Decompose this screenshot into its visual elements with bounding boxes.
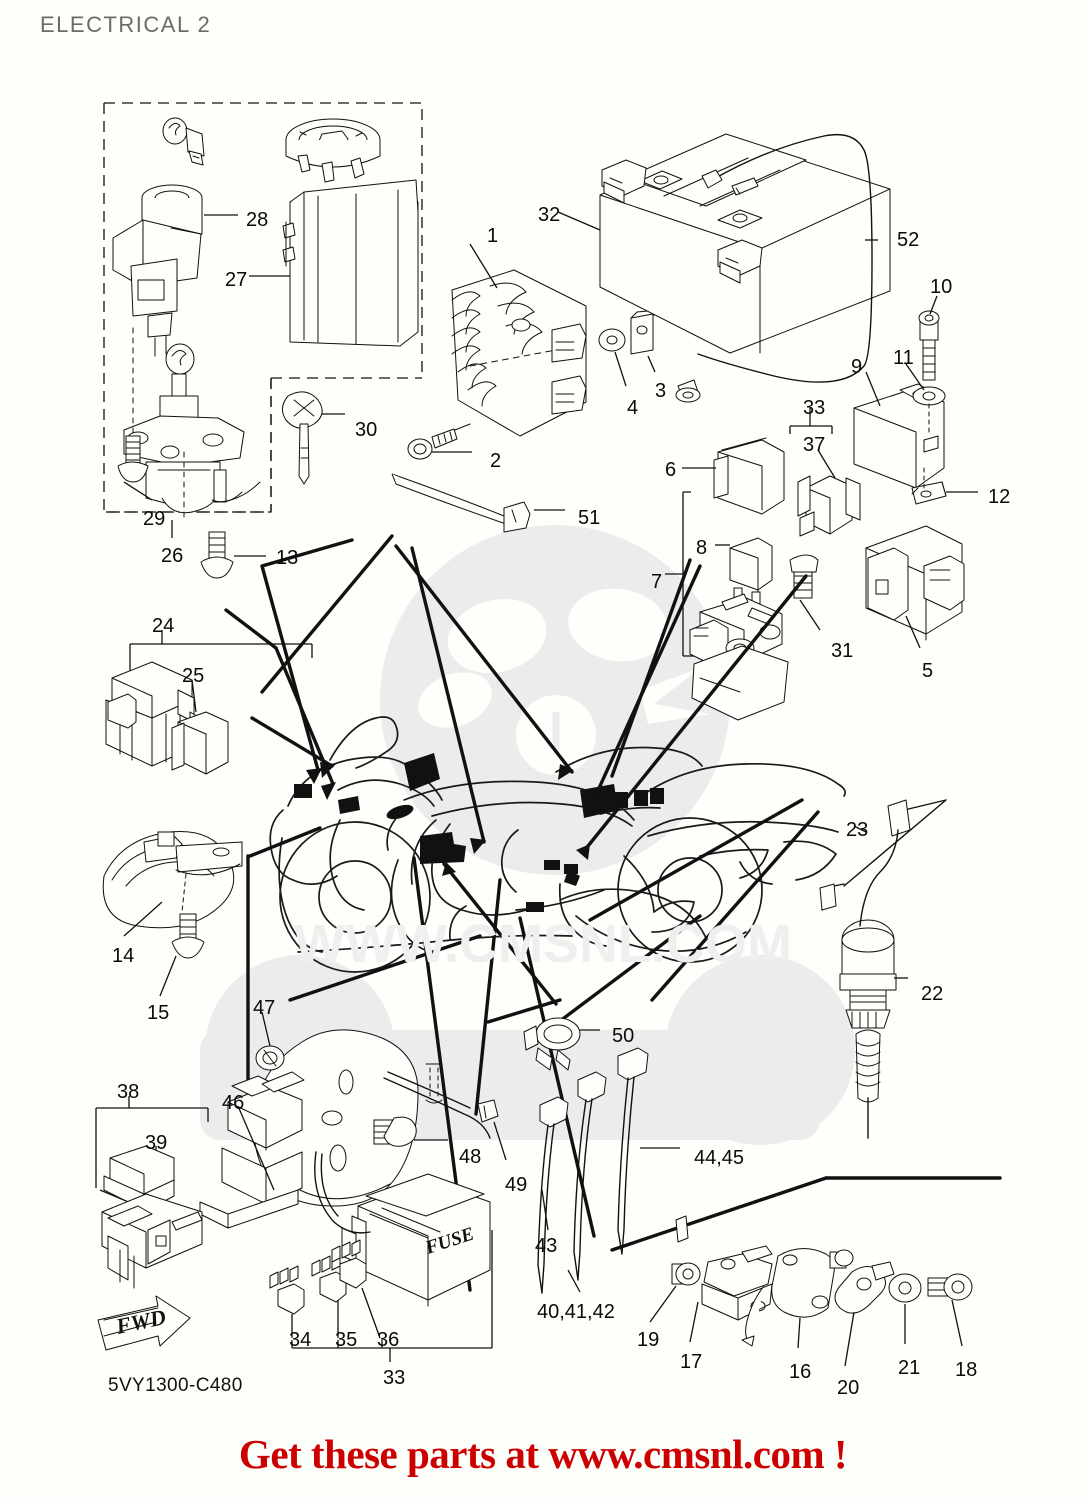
callout-5: 5: [922, 660, 934, 682]
relay-6: [682, 437, 785, 515]
cable-tie-51: [391, 473, 565, 533]
callout-46: 46: [222, 1092, 245, 1114]
callout-40_41_42: 40,41,42: [537, 1301, 615, 1323]
relay-unit-9: [853, 295, 978, 505]
callout-39: 39: [145, 1132, 168, 1154]
callout-51: 51: [578, 507, 601, 529]
callout-36: 36: [377, 1329, 400, 1351]
wire-harness-23: [819, 799, 947, 927]
callout-12: 12: [988, 486, 1011, 508]
callout-34: 34: [289, 1329, 312, 1351]
fusebox-assembly-38: [95, 1096, 209, 1289]
callout-7: 7: [651, 571, 663, 593]
callout-38: 38: [117, 1081, 140, 1103]
key-cylinder-cap: [162, 117, 205, 166]
callout-44_45: 44,45: [694, 1147, 745, 1169]
callout-19: 19: [637, 1329, 660, 1351]
page-title: ELECTRICAL 2: [40, 12, 212, 37]
callout-30: 30: [355, 419, 378, 441]
callout-26: 26: [161, 545, 184, 567]
callout-24: 24: [152, 615, 175, 637]
callout-23: 23: [846, 819, 869, 841]
connector-37: [789, 408, 861, 537]
key-30: [282, 391, 345, 485]
ecu-unit-27: [249, 179, 419, 347]
exploded-parts-diagram: .ln{fill:none;stroke:#111;stroke-width:1…: [95, 102, 1002, 1367]
callout-20: 20: [837, 1377, 860, 1399]
callout-25: 25: [182, 665, 205, 687]
callout-50: 50: [612, 1025, 635, 1047]
callout-2: 2: [490, 450, 502, 472]
callout-10: 10: [930, 276, 953, 298]
callout-6: 6: [665, 459, 677, 481]
rectifier-regulator-1: [451, 243, 587, 437]
callout-15: 15: [147, 1002, 170, 1024]
callout-31: 31: [831, 640, 854, 662]
ignition-switch-28: [112, 184, 238, 357]
callout-28: 28: [246, 209, 269, 231]
bolt-13: [200, 531, 266, 579]
callout-13: 13: [276, 547, 299, 569]
fuse-box: FUSE: [269, 1151, 493, 1362]
callout-48: 48: [459, 1146, 482, 1168]
callout-14: 14: [112, 945, 135, 967]
callout-37: 37: [803, 434, 826, 456]
callout-22: 22: [921, 983, 944, 1005]
callout-21: 21: [898, 1357, 921, 1379]
callout-33a: 33: [803, 397, 826, 419]
bolt-2: [407, 423, 472, 460]
fwd-arrow: FWD: [97, 1295, 191, 1351]
ecu-relay-5: [865, 525, 965, 649]
cable-ties: [523, 1017, 680, 1294]
battery-cable-52: [675, 133, 878, 403]
motorcycle-outline: [269, 716, 846, 973]
battery-32: [557, 133, 891, 354]
main-switch-lower-29: [117, 327, 261, 519]
callout-18: 18: [955, 1359, 978, 1381]
callout-33b: 33: [383, 1367, 406, 1389]
callout-35: 35: [335, 1329, 358, 1351]
fuel-tank-cap: [285, 118, 381, 183]
ignition-lock-set-group: [103, 102, 423, 513]
washer-4-bracket-3: [598, 309, 660, 387]
callout-9: 9: [851, 356, 863, 378]
callout-43: 43: [535, 1235, 558, 1257]
watermark-url: WWW.CMSNL.COM: [294, 914, 792, 974]
starter-relay-group-7: [665, 491, 821, 721]
callout-3: 3: [655, 380, 667, 402]
callout-8: 8: [696, 537, 708, 559]
footer-promo-text: Get these parts at www.cmsnl.com !: [238, 1431, 848, 1477]
callout-4: 4: [627, 397, 639, 419]
callout-16: 16: [789, 1361, 812, 1383]
callout-29: 29: [143, 508, 166, 530]
callout-11: 11: [893, 347, 914, 369]
callout-1: 1: [487, 225, 499, 247]
callout-52: 52: [897, 229, 920, 251]
diagram-part-number: 5VY1300-C480: [108, 1375, 243, 1396]
sensor-22: [839, 919, 908, 1139]
callout-17: 17: [680, 1351, 703, 1373]
relay-set-24: [105, 630, 313, 775]
bracket-set-16: [649, 1215, 973, 1367]
callout-47: 47: [253, 997, 276, 1019]
callout-49: 49: [505, 1174, 528, 1196]
callout-27: 27: [225, 269, 248, 291]
callout-32: 32: [538, 204, 561, 226]
bracket-assembly-46: [199, 1011, 507, 1229]
horn-14: [102, 830, 243, 997]
